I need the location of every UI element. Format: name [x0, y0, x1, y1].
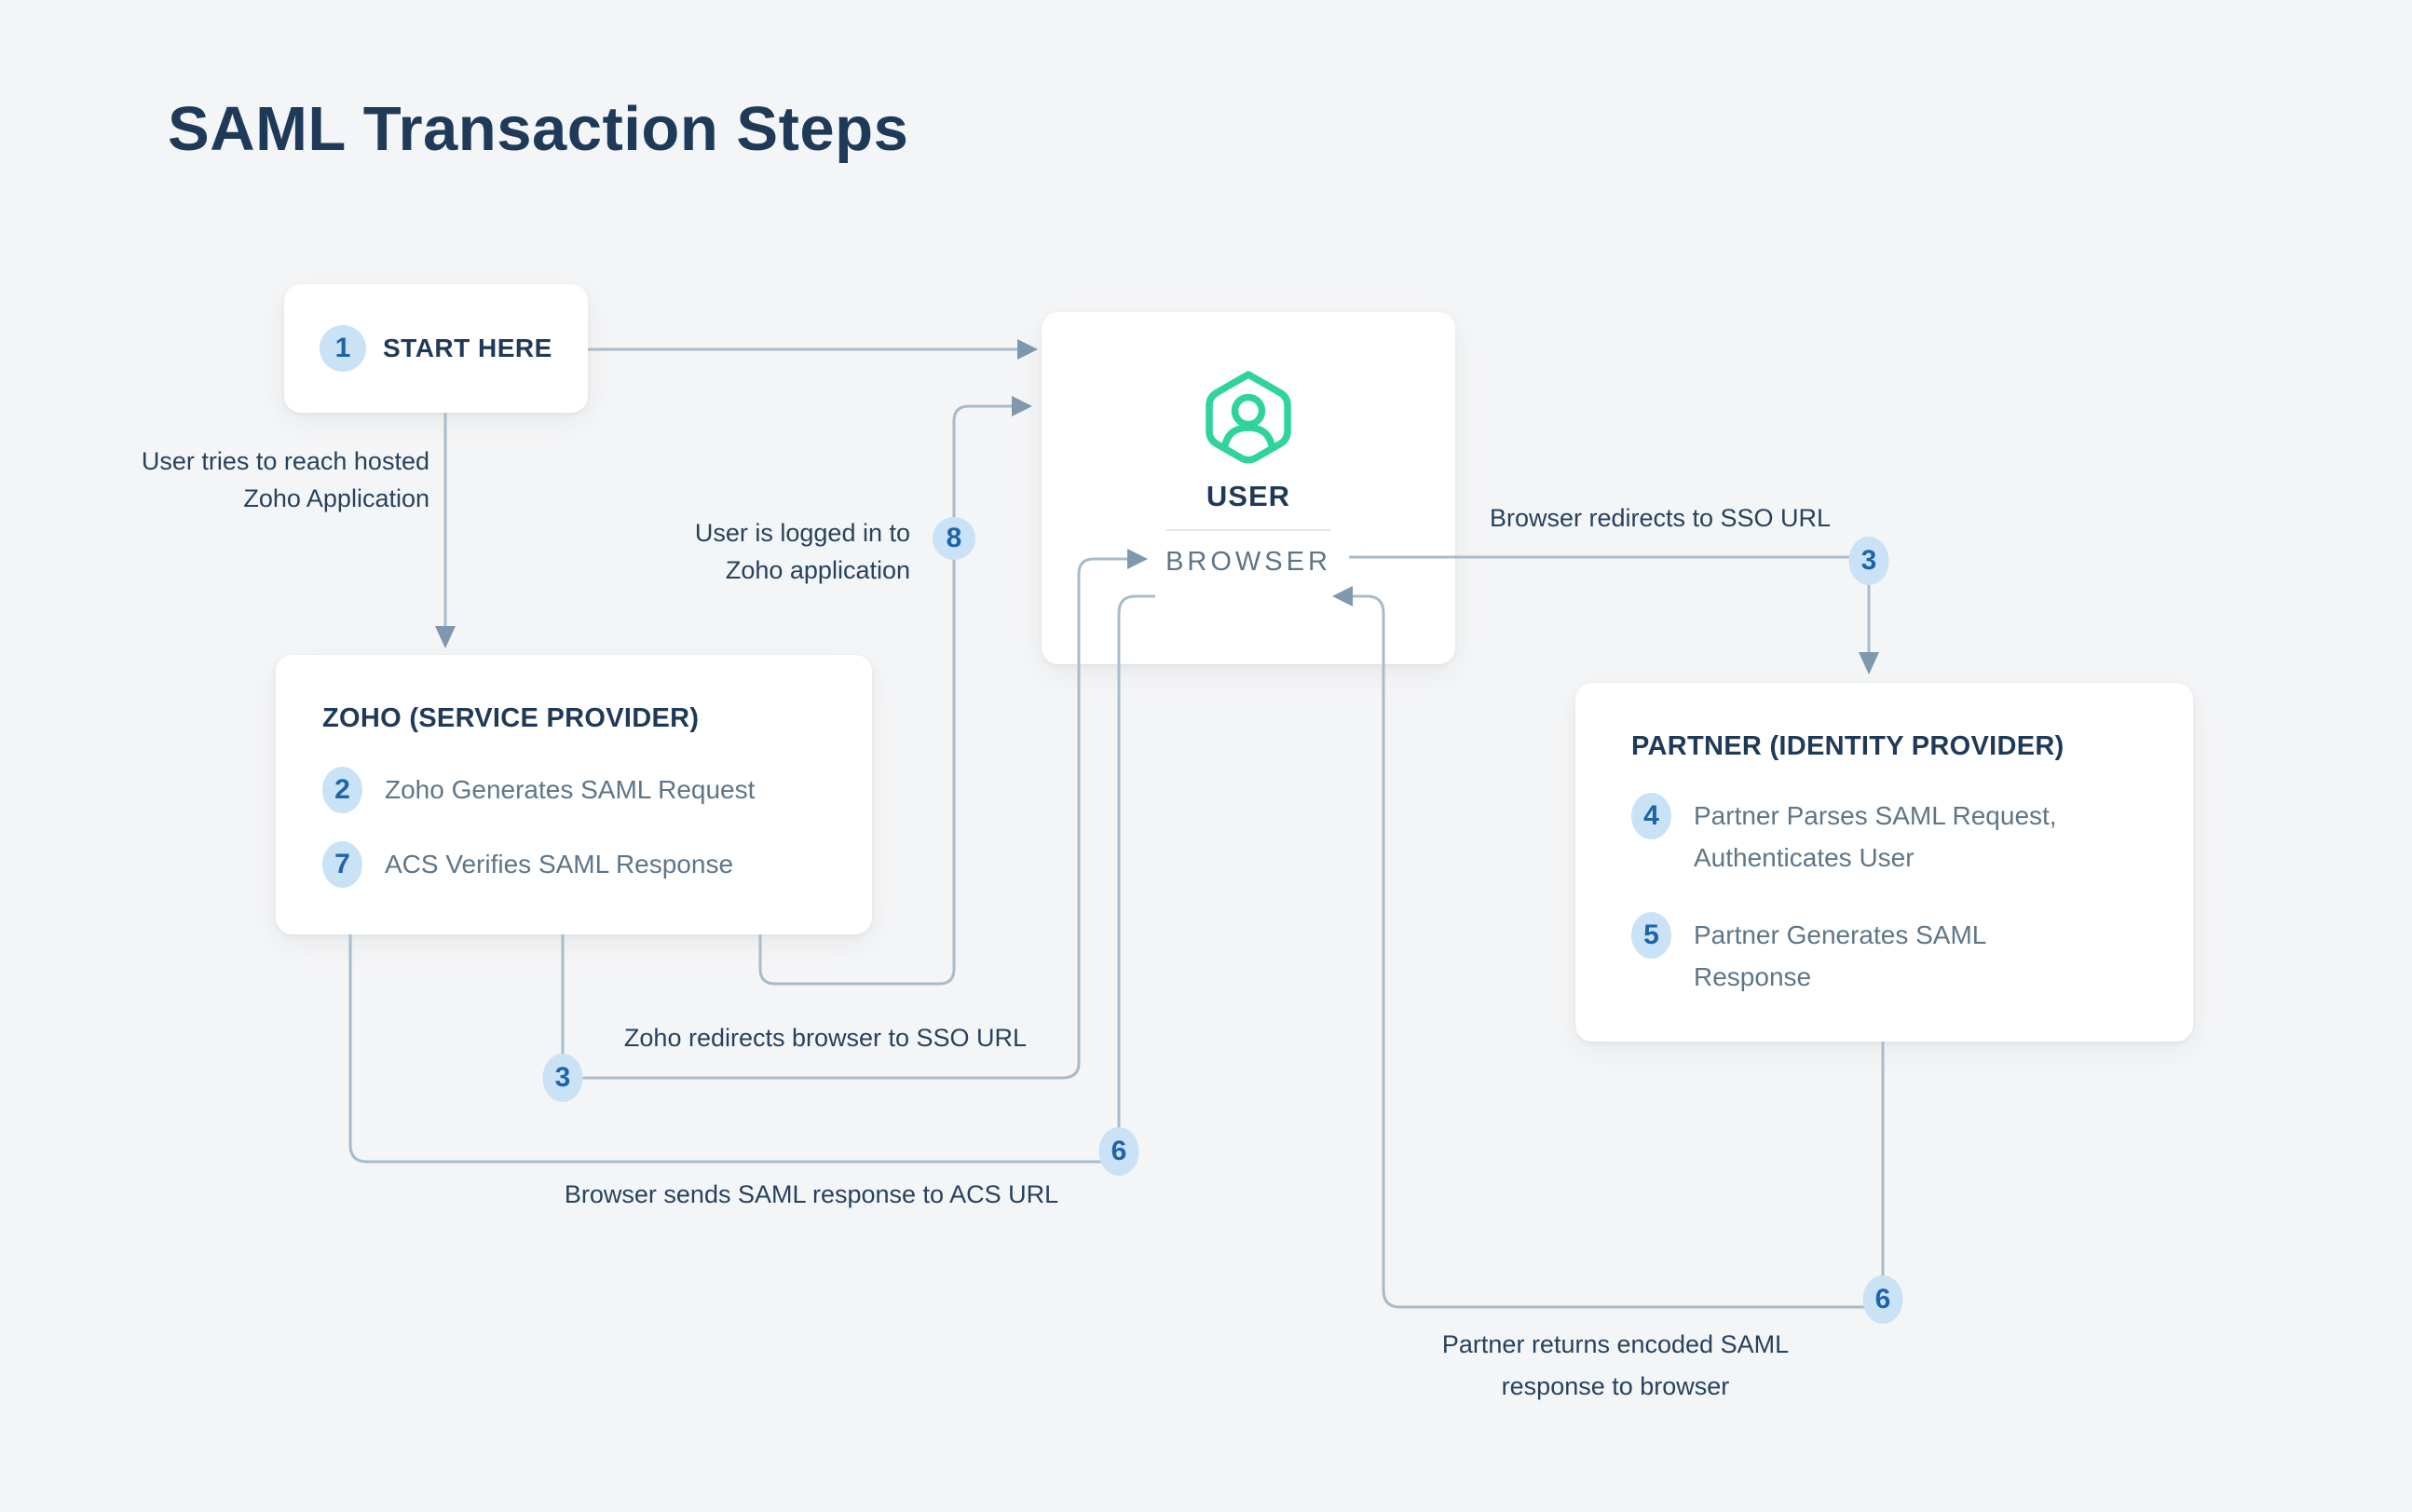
zoho-step-2: 2 Zoho Generates SAML Request — [322, 767, 835, 813]
step-4-text: Partner Parses SAML Request, Authenticat… — [1694, 801, 2057, 872]
step-7-badge: 7 — [322, 841, 362, 888]
step-5-text: Partner Generates SAML Response — [1694, 920, 1986, 991]
step-4-badge: 4 — [1631, 793, 1671, 839]
step-5-badge: 5 — [1631, 912, 1671, 959]
start-here-label: START HERE — [383, 334, 552, 362]
partner-card-title: PARTNER (IDENTITY PROVIDER) — [1631, 731, 2065, 761]
start-here-card: 1 START HERE — [284, 284, 588, 413]
user-title: USER — [1206, 480, 1291, 512]
arrowhead-start-to-user — [1017, 339, 1038, 360]
arrowhead-start-to-zoho — [435, 626, 456, 648]
zoho-service-provider-card: ZOHO (SERVICE PROVIDER) 2 Zoho Generates… — [276, 655, 872, 934]
zoho-step-7: 7 ACS Verifies SAML Response — [322, 841, 835, 888]
page-title: SAML Transaction Steps — [168, 94, 909, 164]
partner-step-4: 4 Partner Parses SAML Request, Authentic… — [1631, 793, 2156, 879]
user-browser-divider — [1166, 529, 1330, 531]
label-user-tries-to-reach: User tries to reach hosted Zoho Applicat… — [141, 447, 429, 512]
label-partner-returns: Partner returns encoded SAML response to… — [1441, 1330, 1790, 1400]
arrowhead-step8 — [1012, 396, 1032, 416]
step-2-text: Zoho Generates SAML Request — [385, 775, 756, 804]
step-3-badge-right: 3 — [1848, 537, 1889, 585]
user-browser-card: USER BROWSER — [1042, 312, 1455, 664]
label-user-logged-in: User is logged in to Zoho application — [694, 519, 910, 584]
step-2-badge: 2 — [322, 767, 362, 813]
step-7-text: ACS Verifies SAML Response — [385, 850, 734, 879]
label-browser-redirects: Browser redirects to SSO URL — [1489, 504, 1832, 532]
step-3-badge-left: 3 — [542, 1054, 583, 1102]
step-1-badge: 1 — [320, 325, 366, 372]
partner-step-5: 5 Partner Generates SAML Response — [1631, 912, 2156, 998]
label-zoho-redirects: Zoho redirects browser to SSO URL — [623, 1024, 1028, 1052]
step-8-badge: 8 — [933, 517, 975, 560]
step-6-badge-left: 6 — [1098, 1127, 1139, 1176]
partner-identity-provider-card: PARTNER (IDENTITY PROVIDER) 4 Partner Pa… — [1575, 683, 2193, 1042]
step-6-badge-right: 6 — [1862, 1275, 1903, 1324]
browser-label: BROWSER — [1165, 547, 1331, 577]
zoho-steps: 2 Zoho Generates SAML Request 7 ACS Veri… — [322, 767, 835, 888]
partner-steps: 4 Partner Parses SAML Request, Authentic… — [1631, 793, 2156, 998]
arrowhead-step3-right — [1859, 652, 1879, 674]
label-browser-sends-saml: Browser sends SAML response to ACS URL — [564, 1180, 1059, 1208]
zoho-card-title: ZOHO (SERVICE PROVIDER) — [322, 703, 700, 733]
user-hexagon-icon — [1202, 370, 1295, 467]
